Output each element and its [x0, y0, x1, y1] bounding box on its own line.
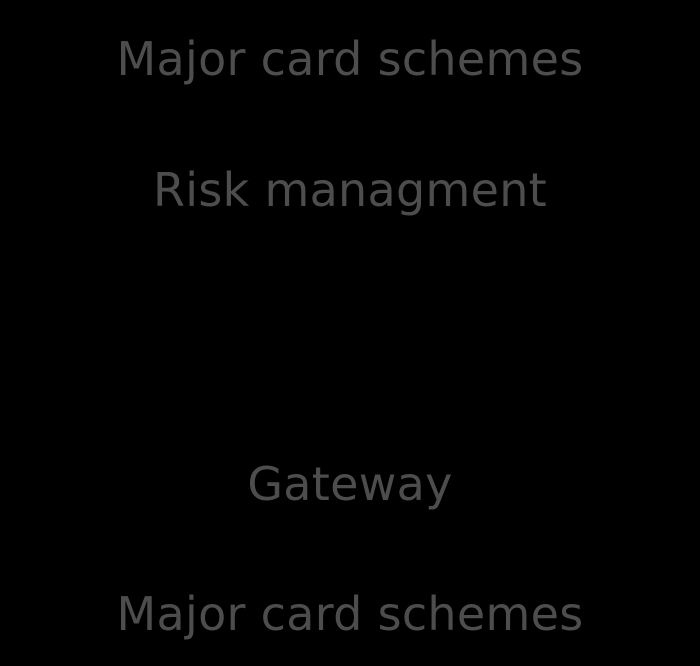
feature-item-major-card-schemes: Major card schemes — [116, 32, 584, 86]
feature-item-major-card-schemes-repeat: Major card schemes — [116, 587, 584, 641]
feature-item-gateway: Gateway — [247, 457, 453, 511]
feature-item-risk-management: Risk managment — [152, 163, 547, 217]
